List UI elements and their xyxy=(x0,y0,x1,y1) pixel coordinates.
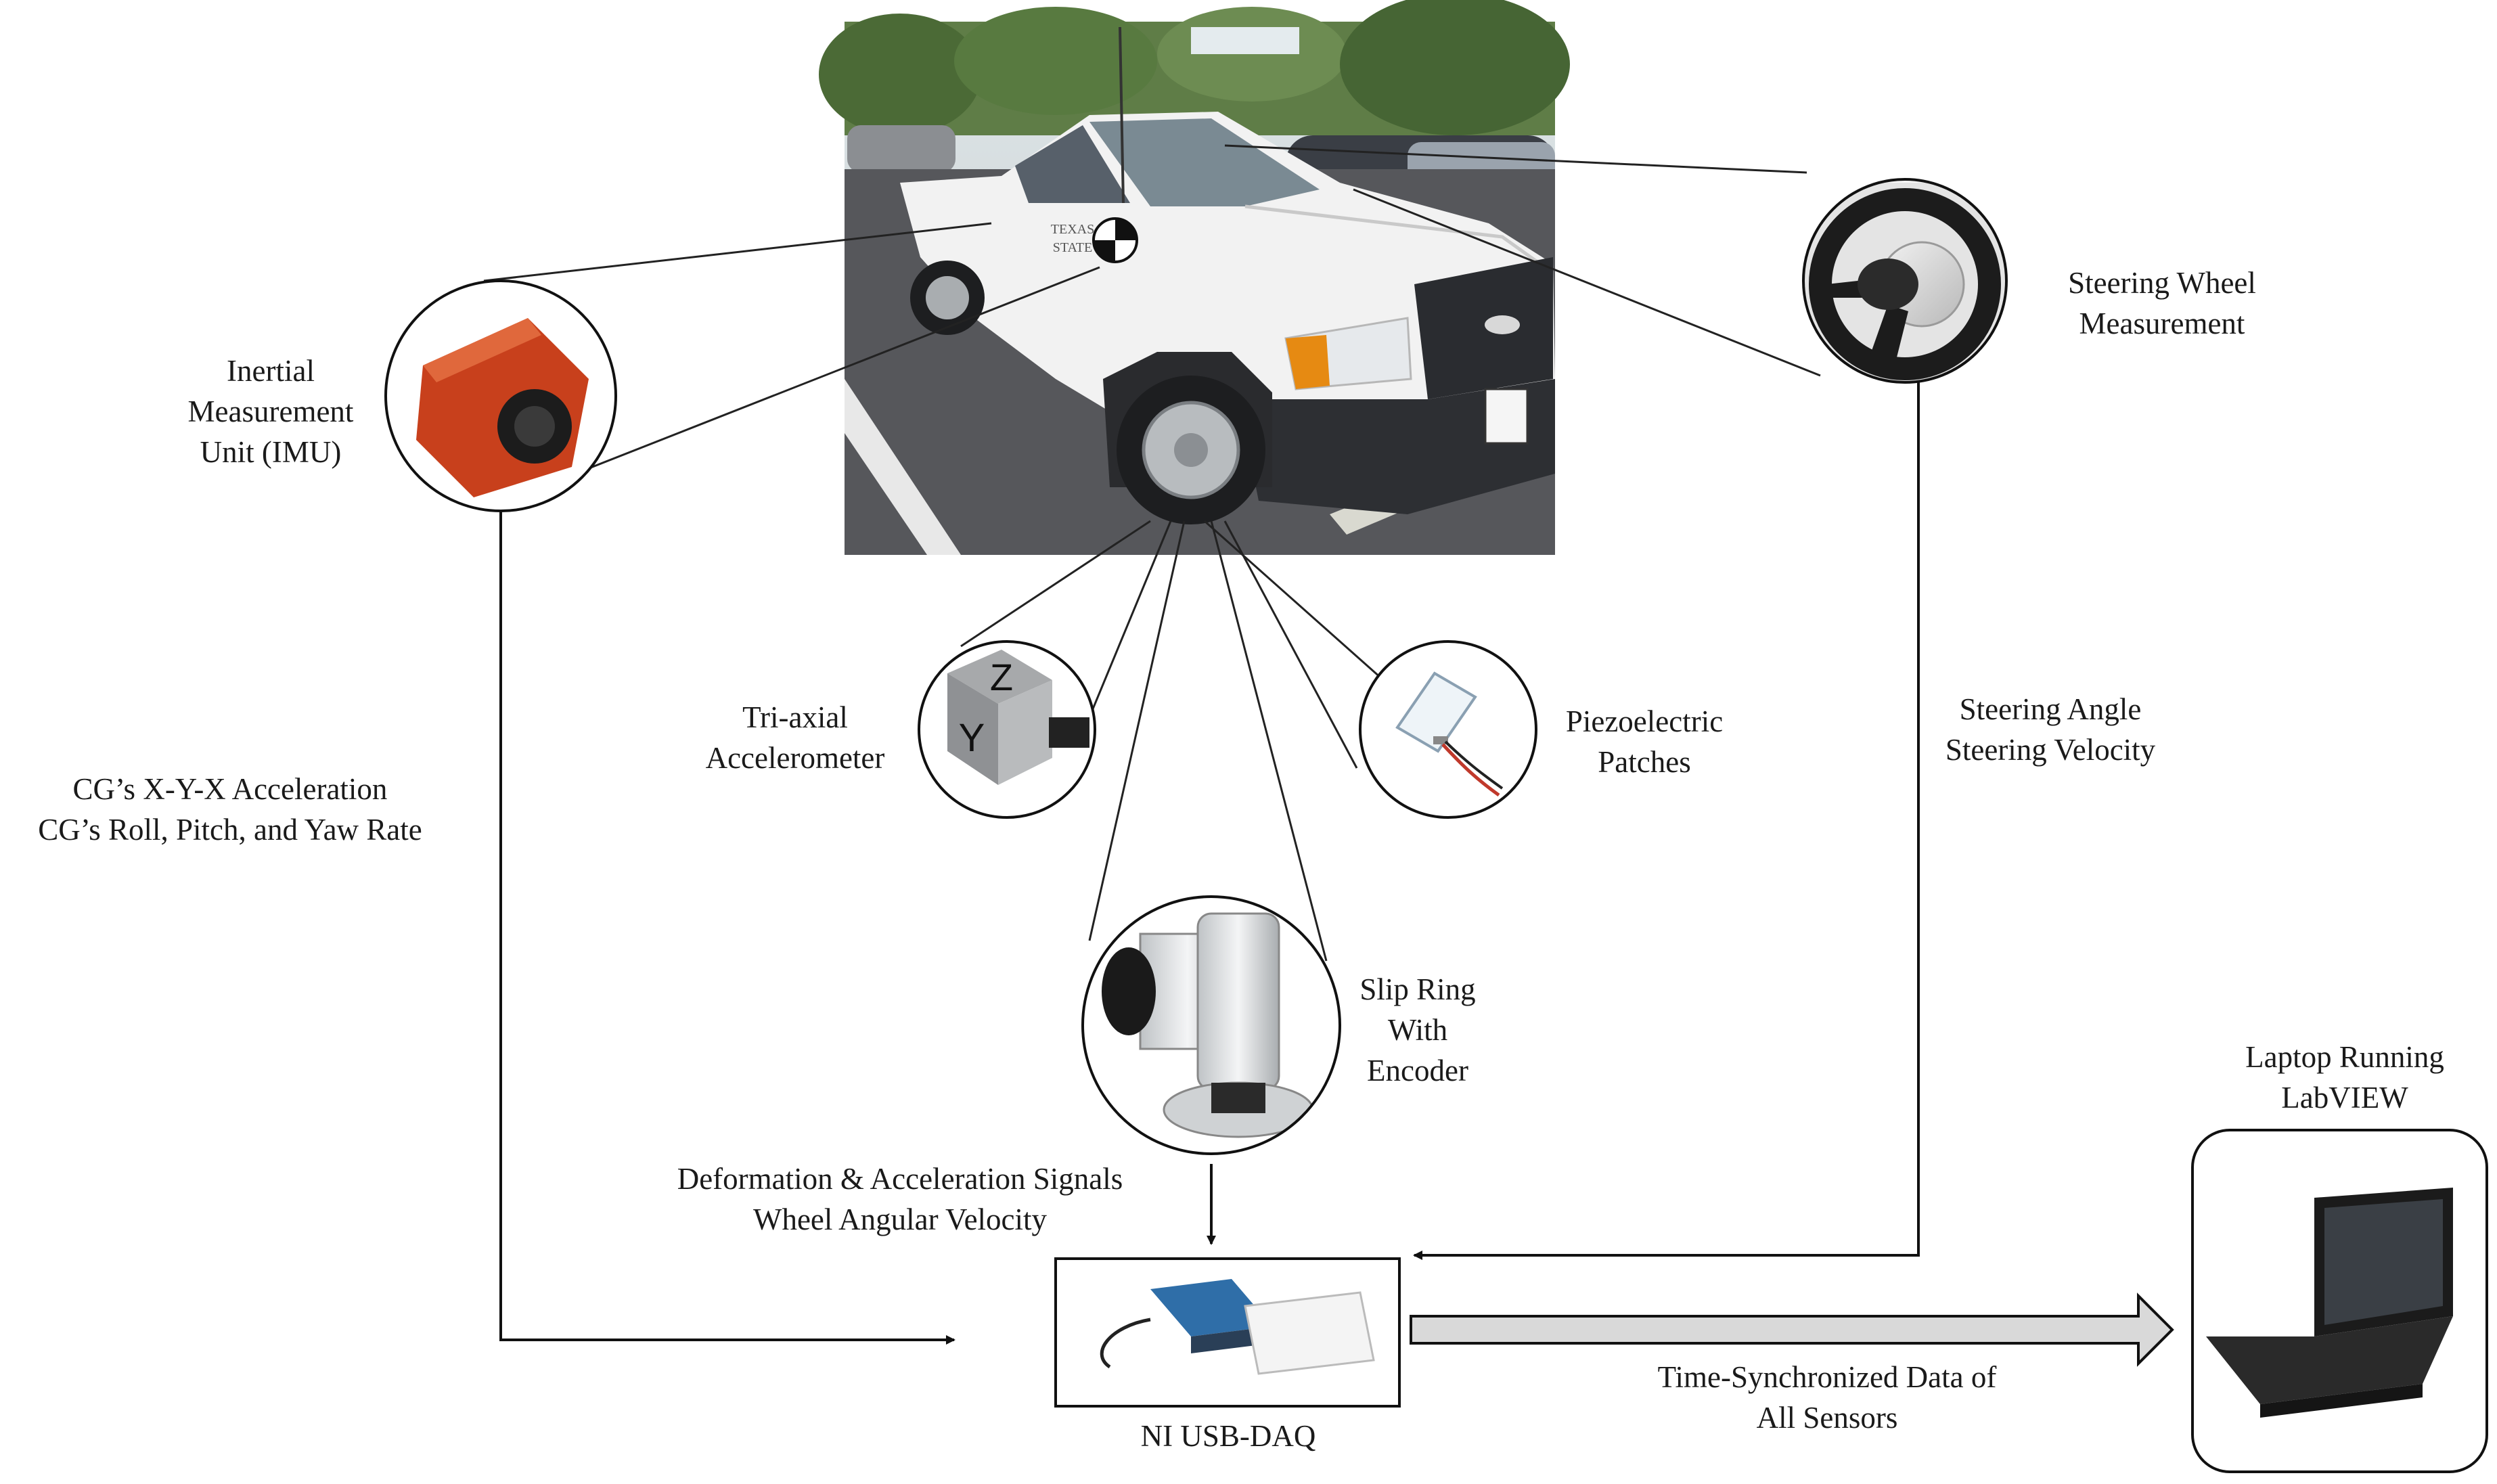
steering-wheel-sensor xyxy=(1802,178,2008,384)
door-text-line1: TEXAS xyxy=(1051,222,1094,237)
imu-sensor xyxy=(384,279,617,512)
triaxial-accelerometer-sensor: Z Y xyxy=(918,640,1096,819)
piezo-patch-sensor xyxy=(1359,640,1537,819)
connector-lines xyxy=(483,144,1821,962)
daq-device xyxy=(1054,1257,1401,1408)
laptop-device xyxy=(2191,1129,2488,1473)
sync-data-arrow xyxy=(1410,1292,2174,1367)
cg-marker-icon xyxy=(1092,217,1138,263)
truck-photo: TEXAS STATE xyxy=(819,0,1570,555)
accel-y-label: Y xyxy=(959,716,985,760)
accel-z-label: Z xyxy=(990,656,1013,698)
slip-ring-sensor xyxy=(1081,895,1341,1155)
door-text-line2: STATE xyxy=(1053,240,1092,255)
daq-label: NI USB-DAQ xyxy=(1140,1419,1316,1453)
signal-arrows xyxy=(499,382,1920,1345)
